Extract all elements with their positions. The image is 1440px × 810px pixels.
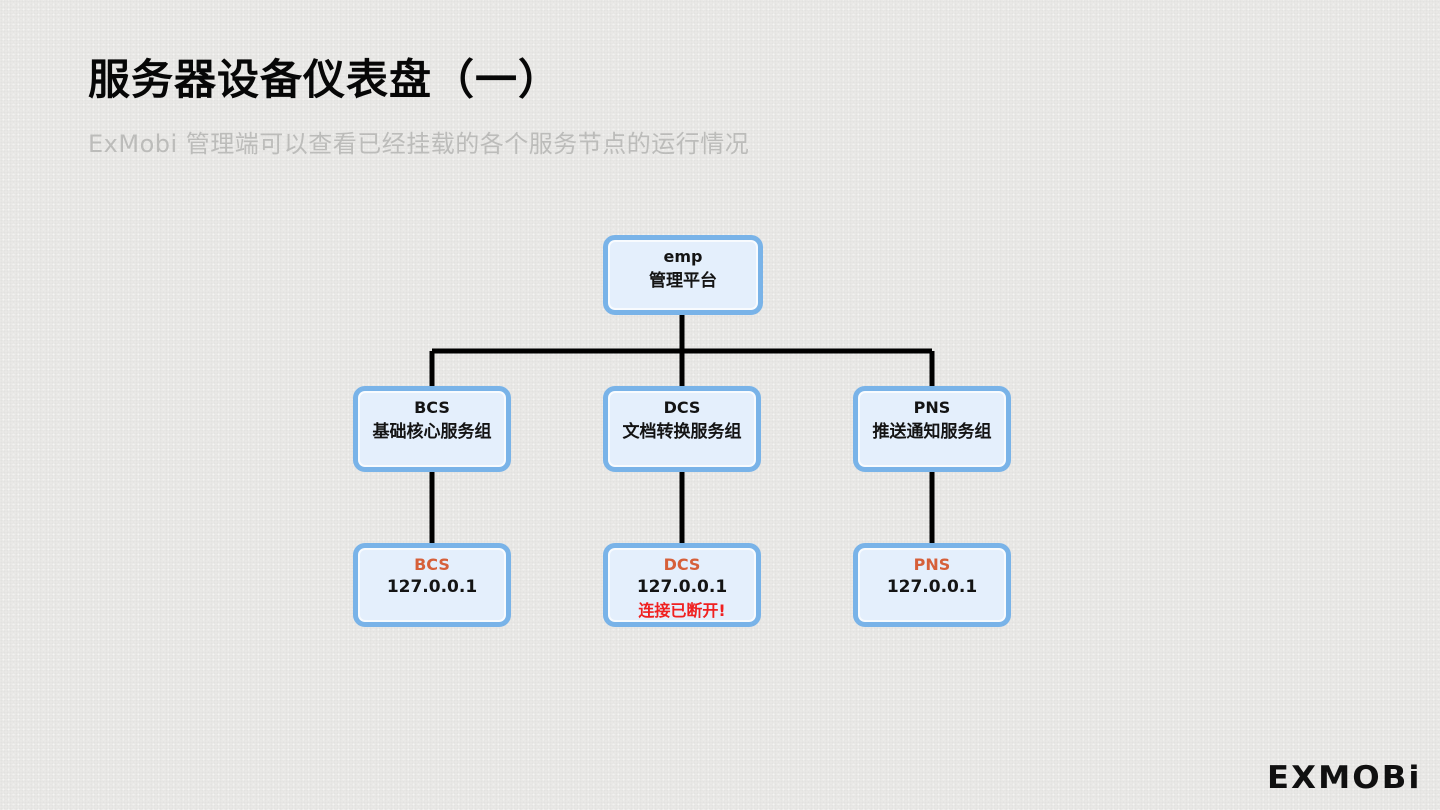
node-group-bcs: BCS 基础核心服务组	[353, 386, 511, 472]
node-label: 推送通知服务组	[872, 422, 992, 442]
node-emp: emp 管理平台	[603, 235, 763, 315]
page-title: 服务器设备仪表盘（一）	[88, 55, 562, 104]
node-label: 基础核心服务组	[372, 422, 492, 442]
server-code: BCS	[414, 555, 450, 574]
node-label: 文档转换服务组	[622, 422, 742, 442]
node-server-bcs: BCS 127.0.0.1	[353, 543, 511, 627]
server-ip: 127.0.0.1	[636, 577, 728, 597]
node-label: 管理平台	[649, 271, 717, 291]
server-ip: 127.0.0.1	[886, 577, 978, 597]
exmobi-logo: EXMOBi	[1267, 760, 1422, 796]
node-code: PNS	[913, 398, 951, 417]
node-group-dcs: DCS 文档转换服务组	[603, 386, 761, 472]
server-code: DCS	[663, 555, 701, 574]
server-code: PNS	[913, 555, 951, 574]
node-code: BCS	[414, 398, 450, 417]
node-server-dcs: DCS 127.0.0.1 连接已断开!	[603, 543, 761, 627]
server-status: 连接已断开!	[638, 601, 726, 620]
node-server-pns: PNS 127.0.0.1	[853, 543, 1011, 627]
server-ip: 127.0.0.1	[386, 577, 478, 597]
node-code: DCS	[663, 398, 701, 417]
node-code: emp	[663, 247, 703, 266]
page-subtitle: ExMobi 管理端可以查看已经挂载的各个服务节点的运行情况	[88, 130, 750, 158]
node-group-pns: PNS 推送通知服务组	[853, 386, 1011, 472]
